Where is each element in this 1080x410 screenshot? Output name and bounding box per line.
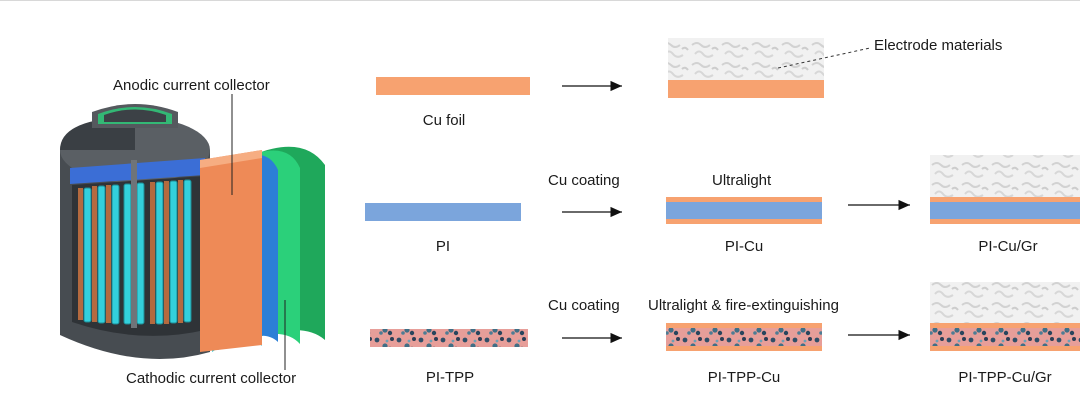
row2-arrow-label: Cu coating — [548, 172, 620, 189]
row3-arrow-label: Cu coating — [548, 297, 620, 314]
battery-cell-illustration — [60, 104, 325, 360]
row3-final-top-copper — [930, 323, 1080, 328]
row3-final-tpp — [930, 328, 1080, 346]
row2-final-bottom-copper — [930, 219, 1080, 224]
row3-mid-bottom-copper — [666, 346, 822, 351]
row3-final-bottom-copper — [930, 346, 1080, 351]
cu-foil-strip — [376, 77, 530, 95]
row1-copper-layer — [668, 80, 824, 98]
row2-mid-top-copper — [666, 197, 822, 202]
pi-tpp-cu-gr-label: PI-TPP-Cu/Gr — [958, 369, 1052, 386]
row3-mid-top-copper — [666, 323, 822, 328]
pi-tpp-strip — [370, 329, 528, 347]
electrode-materials-label: Electrode materials — [874, 37, 1003, 54]
anodic-current-collector-label: Anodic current collector — [113, 77, 270, 94]
row1-electrode-layer — [668, 38, 824, 80]
row2-property-label: Ultralight — [712, 172, 772, 189]
row3-property-label: Ultralight & fire-extinguishing — [648, 297, 839, 314]
row2-final-top-copper — [930, 197, 1080, 202]
row3-final-electrode — [930, 282, 1080, 323]
cu-foil-label: Cu foil — [422, 112, 466, 129]
row2-mid-pi — [666, 202, 822, 219]
pi-tpp-label: PI-TPP — [425, 369, 475, 386]
row2-mid-bottom-copper — [666, 219, 822, 224]
electrode-leader-line — [777, 47, 871, 69]
cathodic-current-collector-label: Cathodic current collector — [126, 370, 297, 387]
pi-tpp-cu-label: PI-TPP-Cu — [707, 369, 781, 386]
row2-final-pi — [930, 202, 1080, 219]
pi-strip — [365, 203, 521, 221]
pi-cu-gr-label: PI-Cu/Gr — [978, 238, 1038, 255]
pi-label: PI — [435, 238, 451, 255]
pi-cu-label: PI-Cu — [724, 238, 764, 255]
row3-mid-tpp — [666, 328, 822, 346]
top-divider — [0, 0, 1080, 1]
row2-final-electrode — [930, 155, 1080, 197]
